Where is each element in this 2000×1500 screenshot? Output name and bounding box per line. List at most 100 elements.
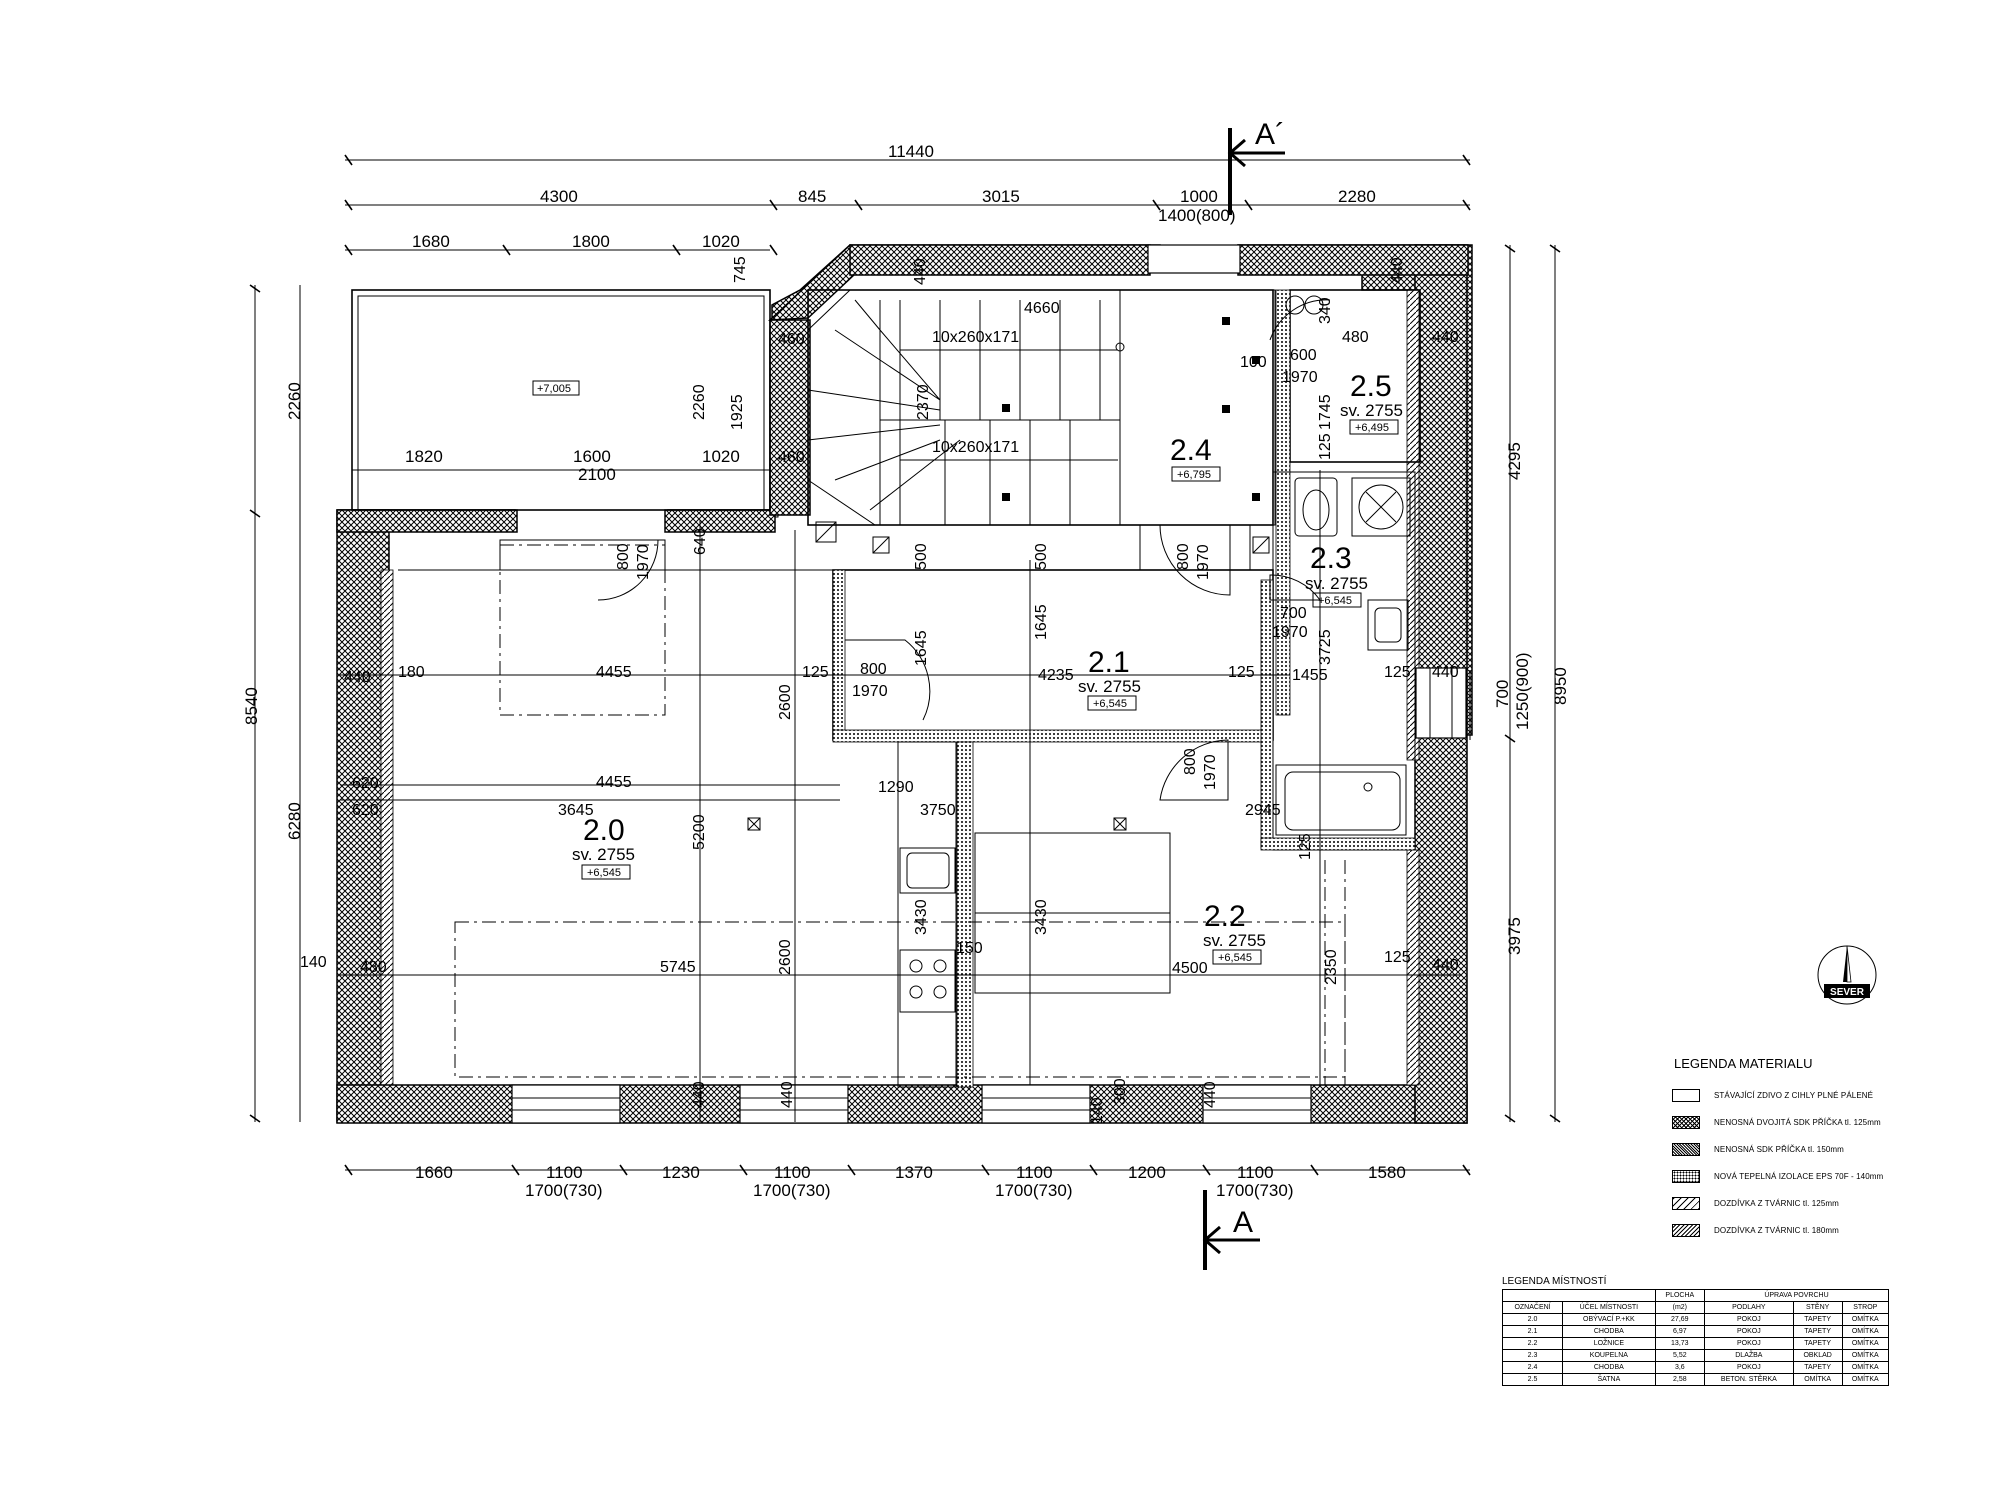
table-head-cell: PODLAHY bbox=[1703, 1301, 1794, 1314]
table-cell: 2.0 bbox=[1501, 1313, 1564, 1326]
dim-bottom: 1100 bbox=[546, 1163, 583, 1182]
table-cell: OMÍTKA bbox=[1841, 1325, 1890, 1338]
table-cell: 5,52 bbox=[1654, 1349, 1705, 1362]
dim-interior: 2945 bbox=[1245, 802, 1281, 819]
room-2-2-level: +6,545 bbox=[1218, 952, 1252, 964]
interior-partitions bbox=[398, 289, 1421, 1088]
dim-interior: 125 bbox=[1384, 664, 1411, 681]
material-swatch bbox=[1672, 1169, 1700, 1183]
dim-interior: 2600 bbox=[777, 939, 794, 975]
table-cell: ŠATNA bbox=[1562, 1373, 1656, 1386]
dim-interior: 1455 bbox=[1292, 667, 1328, 684]
material-swatch bbox=[1672, 1223, 1700, 1237]
dim-interior: 10x260x171 bbox=[932, 329, 1019, 346]
dim-interior: 1645 bbox=[1033, 604, 1050, 640]
table-head-cell: ÚPRAVA POVRCHU bbox=[1703, 1289, 1890, 1302]
table-cell: OMÍTKA bbox=[1792, 1373, 1843, 1386]
dim-top: 4300 bbox=[540, 187, 578, 206]
table-cell: 6,97 bbox=[1654, 1325, 1705, 1338]
room-2-2-id: 2.2 bbox=[1204, 900, 1246, 933]
dim-bottom: 1370 bbox=[895, 1163, 933, 1182]
room-2-1-id: 2.1 bbox=[1088, 646, 1130, 679]
table-cell: CHODBA bbox=[1562, 1361, 1656, 1374]
dim-interior: 800 bbox=[1175, 543, 1192, 570]
dim-right: 3975 bbox=[1505, 917, 1524, 955]
dim-interior: 500 bbox=[913, 543, 930, 570]
table-cell: 2.3 bbox=[1501, 1349, 1564, 1362]
dim-interior: 700 bbox=[1280, 605, 1307, 622]
dim-interior: 125 bbox=[1317, 433, 1334, 460]
table-cell: POKOJ bbox=[1703, 1361, 1794, 1374]
table-cell: POKOJ bbox=[1703, 1337, 1794, 1350]
dim-interior: 1745 bbox=[1317, 394, 1334, 430]
section-label-bottom: A bbox=[1233, 1206, 1253, 1239]
dim-right: 700 bbox=[1493, 680, 1512, 708]
dim-interior: 440 bbox=[912, 258, 929, 285]
room-2-0-sv: sv. 2755 bbox=[572, 845, 635, 864]
dim-interior: 745 bbox=[732, 256, 749, 283]
material-legend-label: DOZDÍVKA Z TVÁRNIC tl. 125mm bbox=[1714, 1198, 1839, 1208]
table-head-cell: PLOCHA bbox=[1654, 1289, 1705, 1302]
dim-left: 8540 bbox=[242, 687, 261, 725]
room-2-4-level: +6,795 bbox=[1177, 469, 1211, 481]
kitchen-fixtures bbox=[747, 817, 1171, 1013]
table-cell: 2.2 bbox=[1501, 1337, 1564, 1350]
dim-interior: 4660 bbox=[1024, 300, 1060, 317]
table-cell: OMÍTKA bbox=[1841, 1337, 1890, 1350]
room-2-5-sv: sv. 2755 bbox=[1340, 401, 1403, 420]
table-cell: 2.1 bbox=[1501, 1325, 1564, 1338]
room-2-1-sv: sv. 2755 bbox=[1078, 677, 1141, 696]
room-legend-table: PLOCHA ÚPRAVA POVRCHU OZNAČENÍ ÚČEL MÍST… bbox=[1501, 1289, 1890, 1386]
dim-interior: 3430 bbox=[913, 899, 930, 935]
dim-interior: 1970 bbox=[1282, 369, 1318, 386]
dim-interior: 1970 bbox=[1202, 754, 1219, 790]
room-2-0-id: 2.0 bbox=[583, 814, 625, 847]
table-cell: OMÍTKA bbox=[1841, 1373, 1890, 1386]
room-2-4-id: 2.4 bbox=[1170, 434, 1212, 467]
dim-top-row3: 1680 bbox=[412, 232, 450, 251]
table-head-cell: STĚNY bbox=[1792, 1301, 1843, 1314]
dimension-lines bbox=[249, 154, 1561, 1176]
dim-interior: 1970 bbox=[1272, 624, 1308, 641]
dim-interior: 440 bbox=[691, 1081, 708, 1108]
dim-bottom: 1100 bbox=[1237, 1163, 1274, 1182]
material-swatch bbox=[1672, 1196, 1700, 1210]
material-swatch bbox=[1672, 1115, 1700, 1129]
material-legend-label: NOVÁ TEPELNÁ IZOLACE EPS 70F - 140mm bbox=[1714, 1171, 1884, 1181]
table-cell: 13,73 bbox=[1654, 1337, 1705, 1350]
dim-interior: 1970 bbox=[1195, 544, 1212, 580]
table-cell: KOUPELNA bbox=[1562, 1349, 1656, 1362]
table-cell: OMÍTKA bbox=[1841, 1313, 1890, 1326]
north-arrow-icon: SEVER bbox=[1817, 945, 1877, 1005]
dim-interior: 440 bbox=[1432, 664, 1459, 681]
room-2-3-sv: sv. 2755 bbox=[1305, 574, 1368, 593]
dim-terrace: 2100 bbox=[578, 465, 616, 484]
table-head-cell: OZNAČENÍ bbox=[1501, 1301, 1564, 1314]
room-legend-head: OZNAČENÍ ÚČEL MÍSTNOSTI (m2) PODLAHY STĚ… bbox=[1501, 1301, 1890, 1314]
table-cell: BETON. STĚRKA bbox=[1703, 1373, 1794, 1386]
dim-interior: 4455 bbox=[596, 774, 632, 791]
table-cell: 2.4 bbox=[1501, 1361, 1564, 1374]
table-cell: 2.5 bbox=[1501, 1373, 1564, 1386]
table-cell: OBKLAD bbox=[1792, 1349, 1843, 1362]
table-head-cell bbox=[1502, 1289, 1656, 1302]
section-cut-marks: A´ A bbox=[1202, 118, 1285, 1270]
dim-terrace: 1820 bbox=[405, 447, 443, 466]
dim-interior: 1290 bbox=[878, 779, 914, 796]
dim-interior: 1645 bbox=[913, 630, 930, 666]
table-head-cell: (m2) bbox=[1654, 1301, 1705, 1314]
dim-interior: 800 bbox=[615, 543, 632, 570]
dim-interior: 10x260x171 bbox=[932, 439, 1019, 456]
dim-interior: 1970 bbox=[635, 544, 652, 580]
room-legend-title: LEGENDA MÍSTNOSTÍ bbox=[1502, 1276, 1607, 1287]
dim-interior: 5200 bbox=[691, 814, 708, 850]
room-2-0-level: +6,545 bbox=[587, 867, 621, 879]
dim-interior: 4455 bbox=[596, 664, 632, 681]
dim-interior: 3645 bbox=[558, 802, 594, 819]
dim-interior: 150 bbox=[956, 940, 983, 957]
dim-interior: 4500 bbox=[1172, 960, 1208, 977]
